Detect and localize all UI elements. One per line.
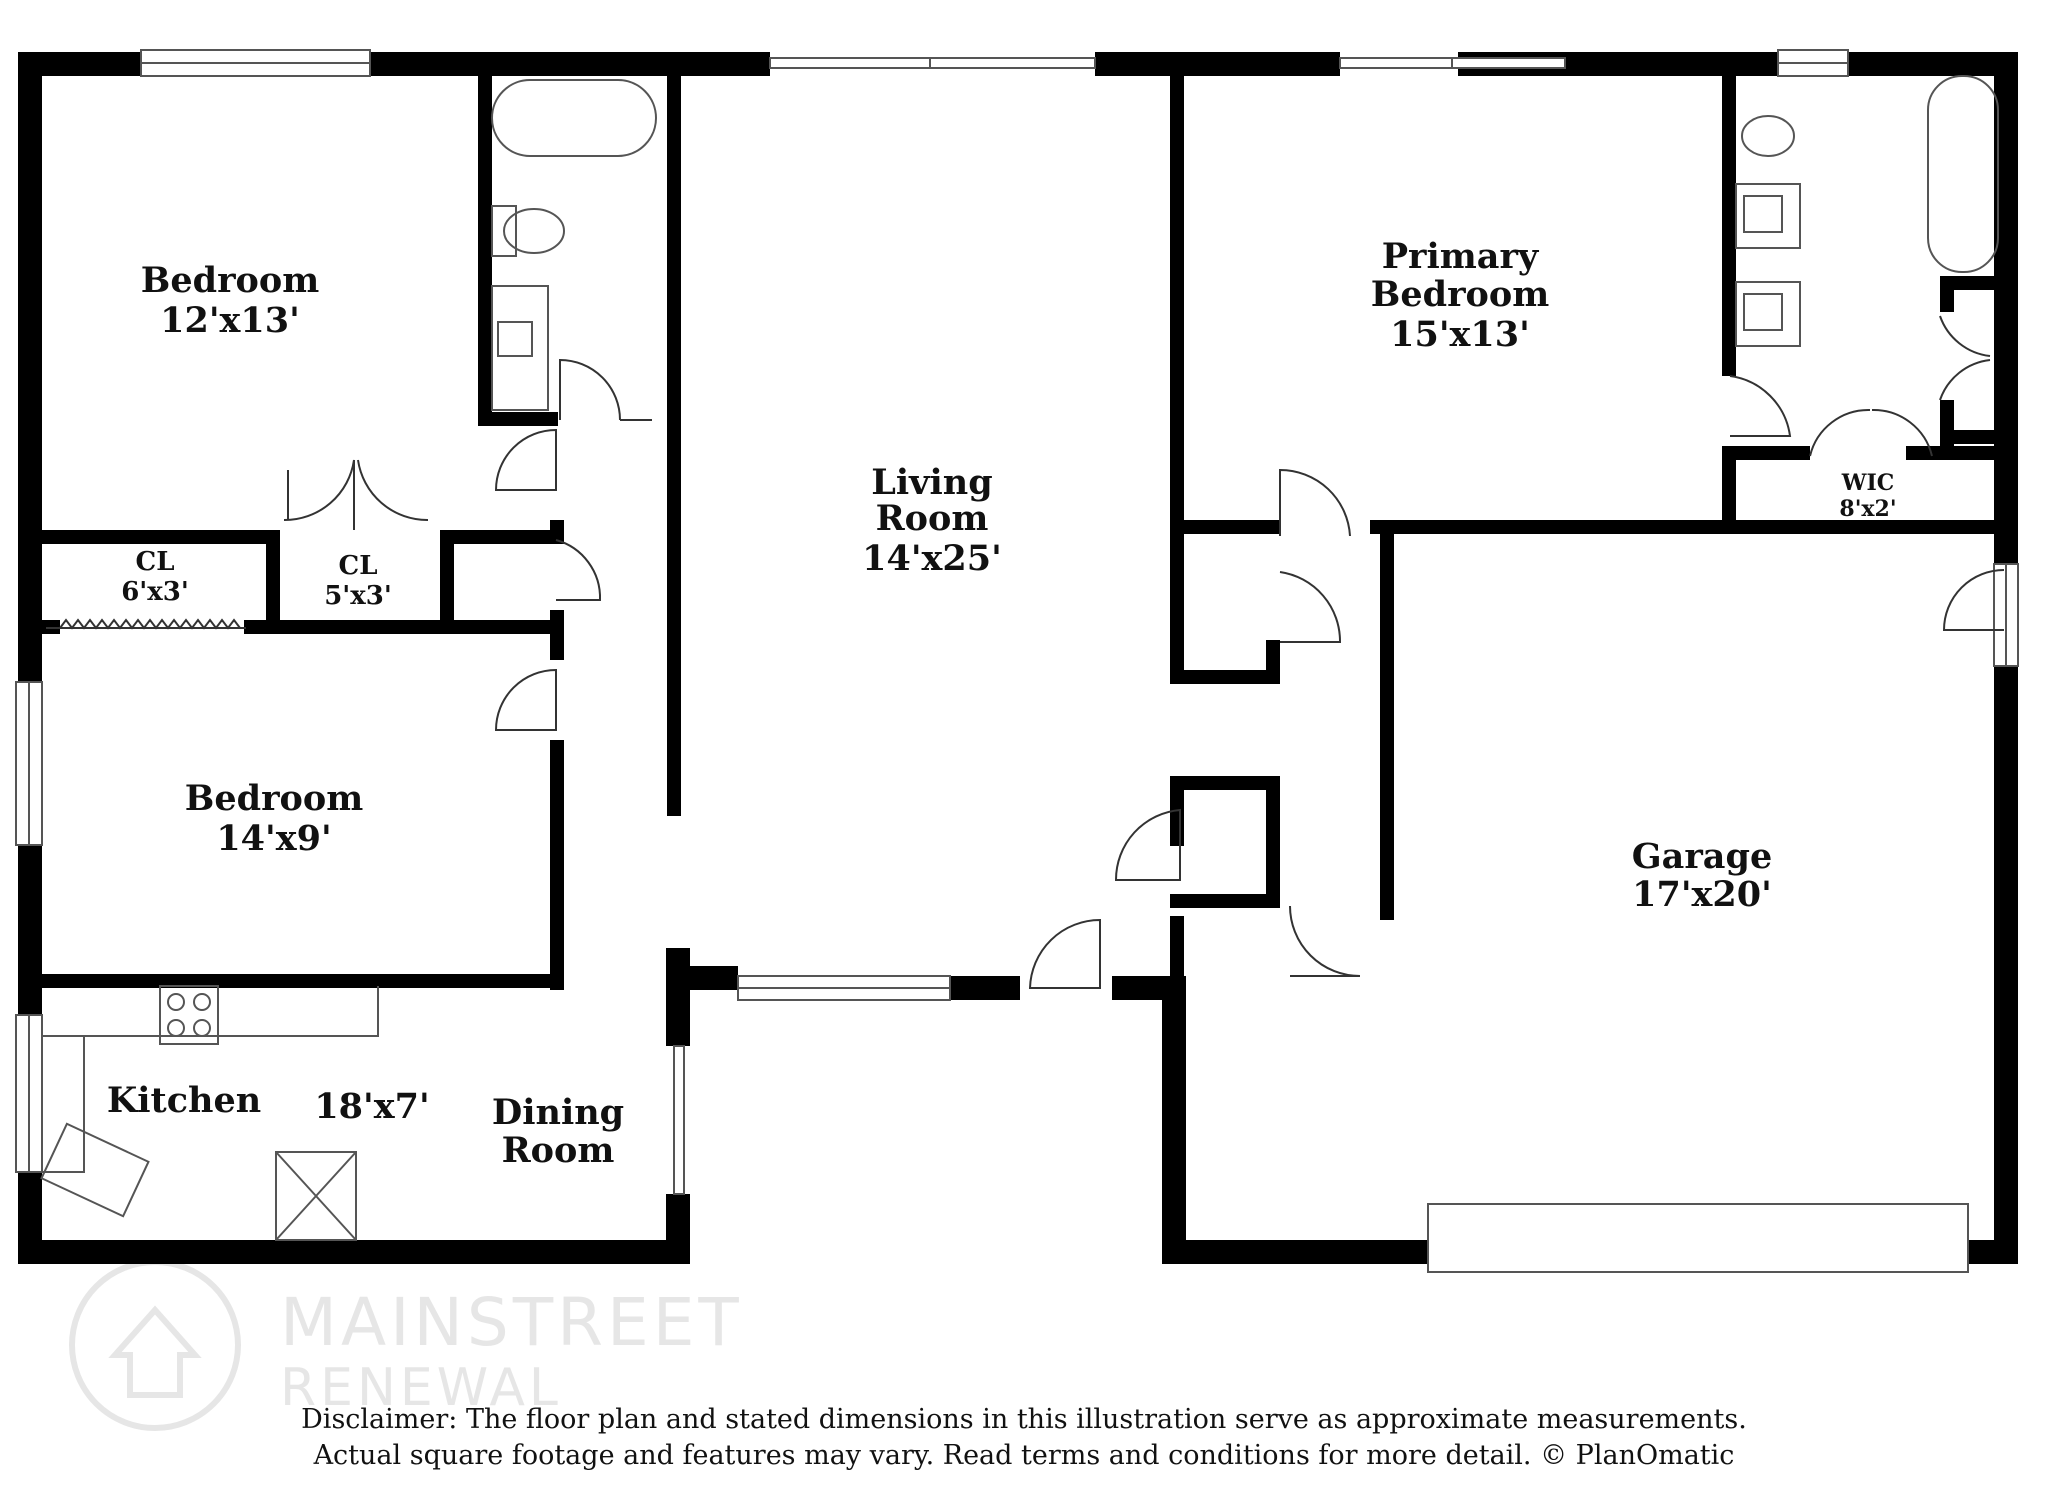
sink-icon	[1735, 183, 1801, 249]
closet2-name: CL	[339, 551, 378, 581]
windows	[15, 49, 2019, 1273]
watermark-line1: MAINSTREET	[280, 1284, 743, 1361]
primary-name-line2: Bedroom	[1371, 274, 1550, 315]
fixtures	[40, 75, 1999, 1241]
primary-name-line1: Primary	[1382, 236, 1540, 277]
toilet-icon	[503, 208, 565, 254]
wic-dims: 8'x2'	[1839, 496, 1896, 522]
exterior-walls	[18, 52, 2018, 1264]
living-dims: 14'x25'	[862, 538, 1002, 579]
bedroom1-dims: 12'x13'	[160, 300, 300, 341]
closet1-name: CL	[136, 547, 175, 577]
kitchen-sink-icon	[40, 1122, 150, 1218]
kitchen-name: Kitchen	[107, 1080, 261, 1121]
living-name-line2: Room	[876, 498, 989, 539]
mainstreet-renewal-watermark: MAINSTREET RENEWAL	[69, 1259, 743, 1431]
interior-walls	[30, 66, 2018, 1000]
closet1-dims: 6'x3'	[121, 577, 189, 607]
bathtub-icon	[491, 79, 657, 157]
garage-name: Garage	[1632, 836, 1772, 877]
closet2-dims: 5'x3'	[324, 581, 392, 611]
disclaimer-line1: Disclaimer: The floor plan and stated di…	[301, 1404, 1747, 1435]
primary-dims: 15'x13'	[1390, 314, 1530, 355]
sink-icon	[1735, 281, 1801, 347]
disclaimer-line2: Actual square footage and features may v…	[313, 1440, 1735, 1471]
bathtub-icon	[1927, 75, 1999, 273]
living-name-line1: Living	[871, 462, 992, 503]
bedroom2-dims: 14'x9'	[216, 818, 331, 859]
stove-icon	[159, 985, 219, 1045]
dining-name-line1: Dining	[492, 1092, 624, 1133]
toilet-icon	[1741, 115, 1795, 157]
room-labels: Bedroom 12'x13' CL 6'x3' CL 5'x3' Bedroo…	[107, 236, 1897, 1171]
pantry-icon	[275, 1151, 357, 1241]
sink-icon	[491, 285, 549, 411]
bedroom1-name: Bedroom	[141, 260, 320, 301]
kitchen-dims: 18'x7'	[314, 1086, 429, 1127]
dining-name-line2: Room	[502, 1130, 615, 1171]
doors	[46, 315, 2005, 989]
wic-name: WIC	[1841, 470, 1895, 496]
bedroom2-name: Bedroom	[185, 778, 364, 819]
watermark-line2: RENEWAL	[280, 1358, 562, 1418]
garage-dims: 17'x20'	[1632, 874, 1772, 915]
